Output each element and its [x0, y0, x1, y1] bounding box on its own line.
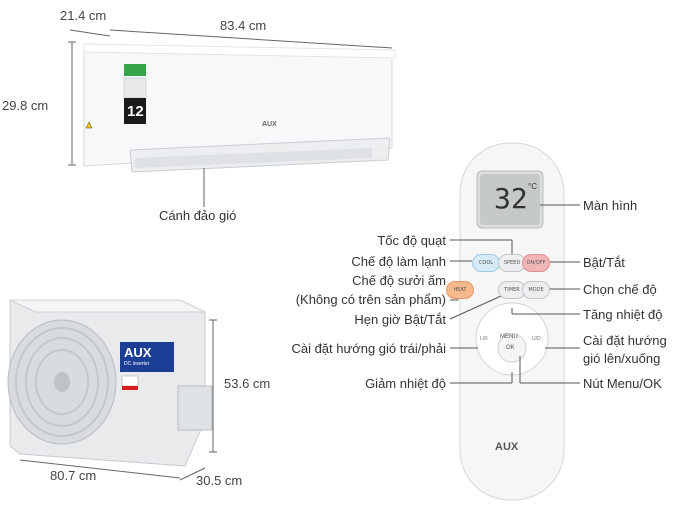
onoff-button[interactable]: ON/OFF — [522, 254, 550, 272]
remote-brand-logo: AUX — [495, 441, 519, 453]
outdoor-depth-label: 30.5 cm — [196, 473, 243, 488]
remote-display-unit: °C — [528, 182, 537, 191]
callout-heat-note: (Không có trên sản phẩm) — [295, 292, 446, 307]
callout-timer: Hẹn giờ Bật/Tắt — [354, 312, 446, 327]
outdoor-brand-logo: AUX — [124, 345, 152, 360]
callout-ud-swing-line1: Cài đặt hướng — [583, 333, 667, 348]
mode-button[interactable]: MODE — [522, 281, 550, 299]
outdoor-width-label: 80.7 cm — [50, 468, 97, 483]
callout-mode: Chọn chế độ — [583, 282, 657, 297]
ud-button[interactable]: U/D — [532, 336, 541, 342]
heat-button[interactable]: HEAT — [446, 281, 474, 299]
callout-cool-mode: Chế độ làm lạnh — [351, 254, 446, 269]
ok-button[interactable]: OK — [506, 345, 515, 351]
energy-badge-number: 12 — [127, 103, 144, 120]
callout-lr-swing: Cài đặt hướng gió trái/phải — [291, 341, 446, 356]
lr-button[interactable]: L/R — [480, 336, 488, 342]
remote-control — [459, 142, 565, 501]
indoor-unit — [83, 43, 396, 173]
callout-temp-up: Tăng nhiệt độ — [583, 307, 663, 322]
remote-display-temp: 32 — [494, 182, 528, 215]
louver-label: Cánh đảo gió — [159, 208, 237, 223]
callout-fan-speed: Tốc độ quạt — [377, 233, 446, 248]
callout-temp-down: Giảm nhiệt độ — [365, 376, 446, 391]
callout-screen: Màn hình — [583, 198, 638, 213]
indoor-height-label: 29.8 cm — [2, 98, 49, 113]
callout-power: Bật/Tắt — [583, 255, 625, 270]
callout-menu-ok: Nút Menu/OK — [583, 376, 662, 391]
outdoor-unit — [7, 299, 213, 467]
callout-heat-mode: Chế độ sưởi ấm — [352, 273, 446, 288]
outdoor-height-label: 53.6 cm — [224, 376, 271, 391]
indoor-width-label: 83.4 cm — [220, 18, 267, 33]
indoor-brand-logo: AUX — [262, 121, 277, 128]
outdoor-sub-brand: DC inverter — [124, 361, 150, 367]
callout-ud-swing-line2: gió lên/xuống — [583, 351, 661, 366]
menu-button-label[interactable]: MENU — [500, 334, 518, 340]
cool-button[interactable]: COOL — [472, 254, 500, 272]
indoor-depth-label: 21.4 cm — [60, 8, 107, 23]
